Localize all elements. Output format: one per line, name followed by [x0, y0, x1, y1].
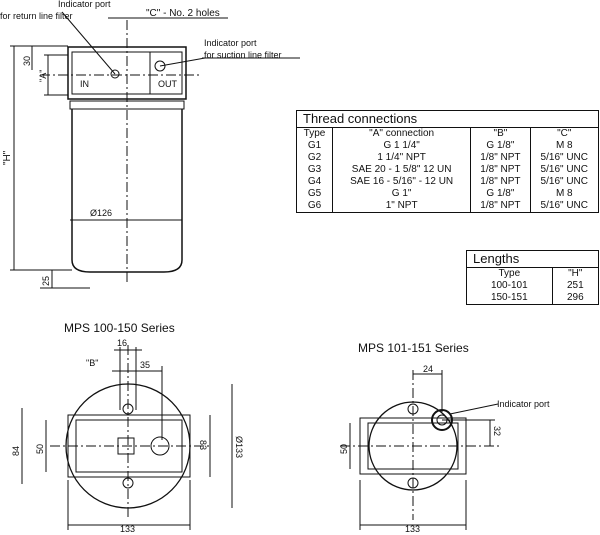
cell: M 8 [529, 188, 599, 200]
header-type: Type [498, 268, 521, 279]
cell: G 1" [332, 188, 471, 200]
port-in-label: IN [80, 79, 89, 89]
header-b: "B" [470, 127, 531, 140]
thread-table-title: Thread connections [296, 110, 599, 128]
label-c-holes: "C" - No. 2 holes [146, 8, 220, 19]
cell: 150-151 [490, 292, 528, 303]
cell: G5 [307, 188, 322, 199]
thread-connections-table: Thread connections Type "A" connection "… [296, 110, 599, 213]
port-out-label: OUT [158, 79, 178, 89]
cell: M 8 [529, 140, 599, 152]
cell: 1 1/4" NPT [332, 152, 471, 164]
dim-35: 35 [140, 360, 150, 370]
dim-32: 32 [492, 426, 502, 436]
cell: G 1/8" [470, 140, 531, 152]
cell: SAE 20 - 1 5/8" 12 UN [332, 164, 471, 176]
dim-b: "B" [86, 358, 98, 368]
cell: 5/16" UNC [529, 176, 599, 188]
cell: 1/8" NPT [470, 164, 531, 176]
lengths-table-title: Lengths [466, 250, 599, 268]
dim-50: 50 [35, 444, 45, 454]
table-row: 150-151 296 [467, 292, 599, 305]
cell: 5/16" UNC [529, 164, 599, 176]
cell: 251 [551, 280, 599, 292]
cell: 1/8" NPT [470, 200, 531, 213]
cell: G 1 1/4" [332, 140, 471, 152]
dim-h: "H" [2, 150, 13, 165]
cell: G2 [307, 152, 322, 163]
dim-25: 25 [41, 276, 51, 286]
filter-side-view [10, 11, 300, 289]
cell: G6 [307, 200, 322, 211]
table-row: G1 G 1 1/4"G 1/8"M 8 [297, 140, 599, 152]
cell: 5/16" UNC [529, 200, 599, 213]
dim-diameter: Ø126 [90, 208, 112, 218]
cell: 296 [551, 292, 599, 305]
cell: G1 [307, 140, 322, 151]
header-c: "C" [529, 127, 599, 140]
header-h: "H" [551, 267, 599, 280]
table-row: G5 G 1"G 1/8"M 8 [297, 188, 599, 200]
label-indicator-return-1: Indicator port [58, 0, 111, 9]
dim-84: 84 [11, 446, 21, 456]
dim-83: 83 [198, 440, 208, 450]
dim-133-left: 133 [120, 524, 135, 534]
cell: 5/16" UNC [529, 152, 599, 164]
cell: 1/8" NPT [470, 152, 531, 164]
label-indicator-return-2: for return line filter [0, 11, 73, 21]
cell: G3 [307, 164, 322, 175]
cell: 100-101 [490, 280, 528, 291]
dim-30: 30 [22, 56, 32, 66]
dim-133-diameter: Ø133 [234, 436, 244, 458]
view-right-title: MPS 101-151 Series [358, 341, 469, 355]
cell: 1" NPT [332, 200, 471, 213]
cell: SAE 16 - 5/16" - 12 UN [332, 176, 471, 188]
label-indicator-port: Indicator port [497, 399, 550, 409]
header-a: "A" connection [332, 127, 471, 140]
dim-24: 24 [423, 364, 433, 374]
dim-16: 16 [117, 338, 127, 348]
view-left-title: MPS 100-150 Series [64, 321, 175, 335]
dim-50-right: 50 [339, 444, 349, 454]
dim-133-right: 133 [405, 524, 420, 534]
filter-top-view-right [340, 370, 500, 530]
table-row: 100-101 251 [467, 280, 599, 292]
cell: G4 [307, 176, 322, 187]
header-type: Type [303, 128, 326, 139]
filter-top-view-left [21, 345, 233, 530]
dim-a: "A" [38, 70, 48, 82]
label-indicator-suction-2: for suction line filter [204, 50, 282, 60]
table-header-row: Type "A" connection "B" "C" [297, 127, 599, 140]
label-indicator-suction-1: Indicator port [204, 38, 257, 48]
cell: 1/8" NPT [470, 176, 531, 188]
cell: G 1/8" [470, 188, 531, 200]
lengths-table: Lengths Type "H" 100-101 251 150-151 296 [466, 250, 599, 305]
table-header-row: Type "H" [467, 267, 599, 280]
